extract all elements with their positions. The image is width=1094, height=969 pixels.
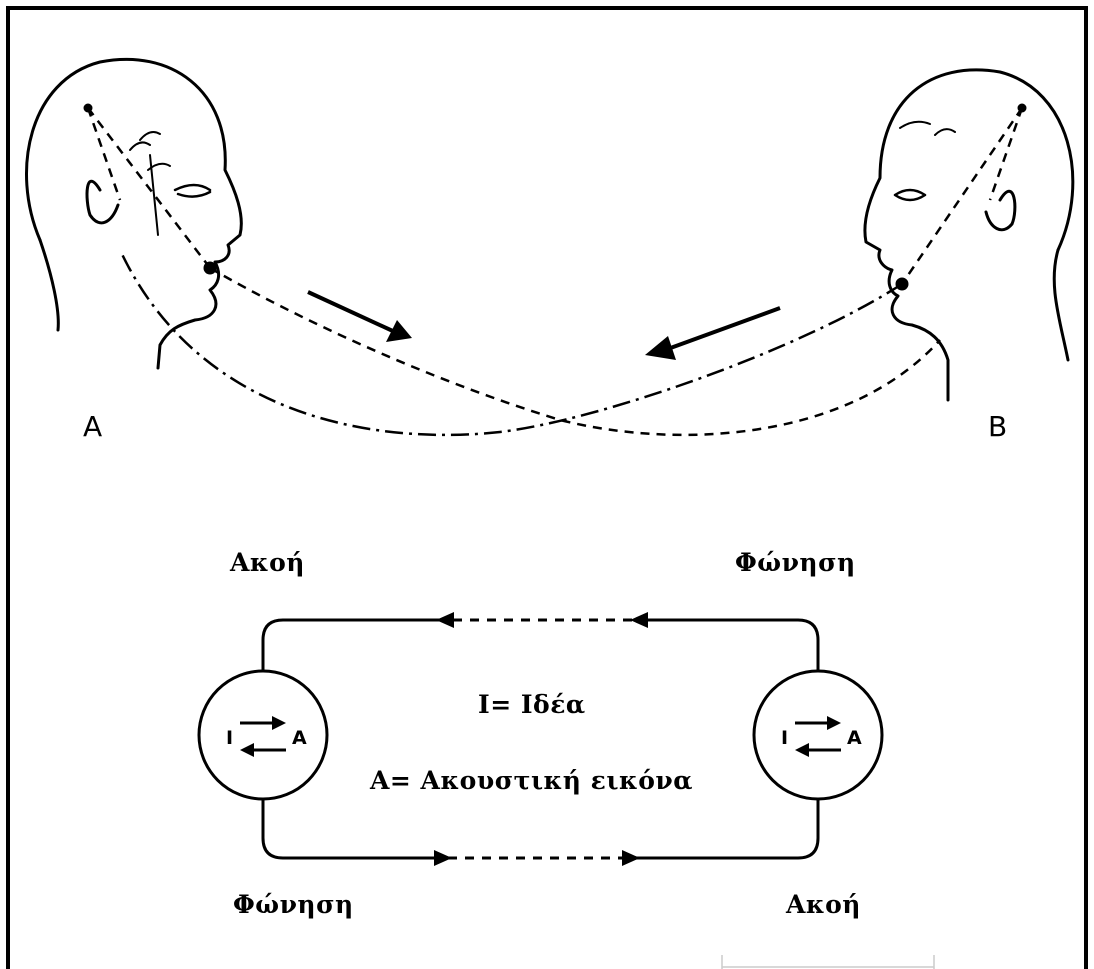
direction-arrow-a-to-b	[307, 290, 412, 342]
speaker-b-label: B	[988, 410, 1008, 443]
speaker-a-label: A	[83, 410, 103, 443]
speech-paths	[86, 107, 1024, 437]
direction-arrow-b-to-a	[645, 306, 781, 360]
right-brain-circle	[752, 669, 884, 801]
left-brain-circle	[197, 669, 329, 801]
right-circle-idea-letter: I	[781, 727, 789, 749]
left-circle-acoustic-letter: A	[292, 727, 307, 749]
circuit-arrowheads	[434, 612, 648, 866]
top-right-label: Φώνηση	[735, 548, 856, 577]
circuit-lines	[261, 618, 820, 860]
legend-acoustic-image: A= Ακουστική εικόνα	[370, 766, 693, 795]
head-b-illustration	[863, 68, 1075, 402]
left-circle-idea-letter: I	[226, 727, 234, 749]
scan-artifact-bracket	[721, 955, 935, 969]
top-left-label: Ακοή	[230, 548, 305, 577]
right-circle-acoustic-letter: A	[847, 727, 862, 749]
bottom-right-label: Ακοή	[786, 890, 861, 919]
bottom-left-label: Φώνηση	[233, 890, 354, 919]
legend-idea: I= Ιδέα	[478, 690, 586, 719]
head-a-illustration	[25, 57, 243, 370]
